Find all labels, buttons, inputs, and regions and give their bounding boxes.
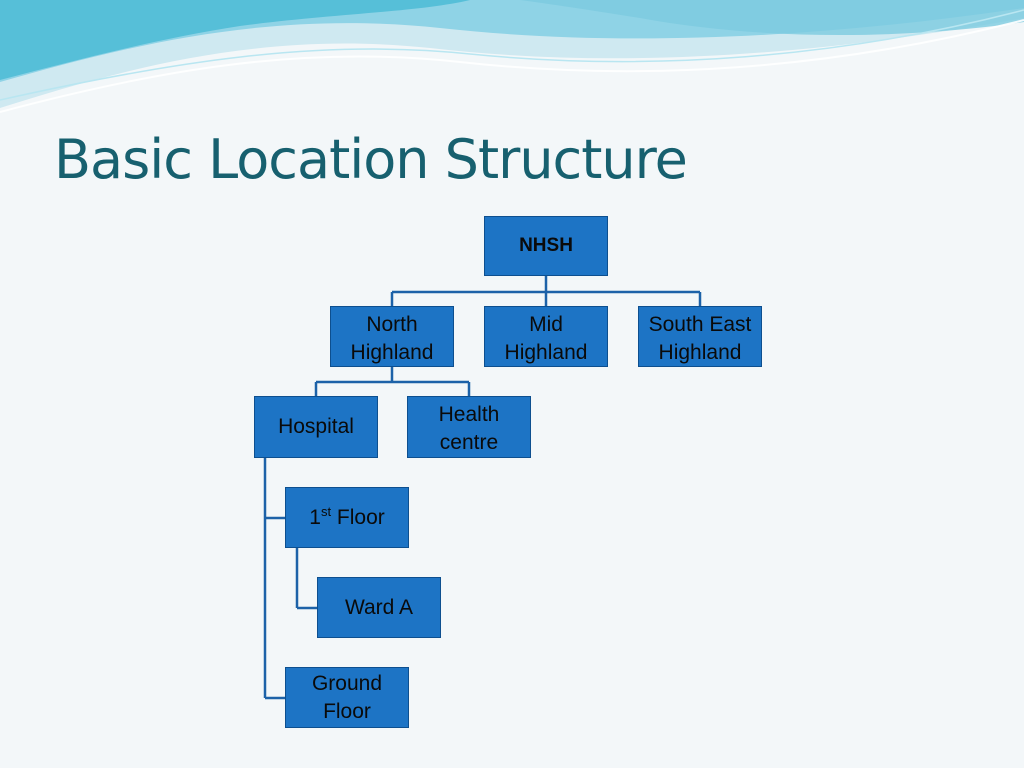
first-floor-ordinal: st [320,503,332,519]
connector-north-children [314,367,471,396]
node-health-centre: Health centre [407,396,531,458]
node-north-highland-label: North Highland [350,313,434,364]
node-ward-a-label: Ward A [344,595,414,619]
node-health-centre-label: Health centre [438,403,500,454]
node-nhsh: NHSH [484,216,608,276]
node-south-east-highland-label: South East Highland [648,313,752,364]
first-floor-number: 1 [309,505,321,529]
node-north-highland: North Highland [330,306,454,367]
node-ward-a: Ward A [317,577,441,638]
node-ground-floor: Ground Floor [285,667,409,728]
connector-root-regions [390,276,702,306]
node-south-east-highland: South East Highland [638,306,762,367]
connector-hospital-children [263,458,285,700]
node-first-floor: 1st Floor [285,487,409,548]
node-hospital: Hospital [254,396,378,458]
first-floor-word: Floor [331,505,385,529]
node-first-floor-label: 1st Floor [309,504,385,532]
node-mid-highland-label: Mid Highland [504,313,588,364]
connector-floor-ward [295,548,317,610]
slide-title: Basic Location Structure [54,128,688,191]
node-hospital-label: Hospital [278,415,354,438]
node-ground-floor-label: Ground Floor [311,671,383,723]
node-mid-highland: Mid Highland [484,306,608,367]
node-nhsh-label: NHSH [519,235,573,256]
wave-header-decoration [0,0,1024,113]
